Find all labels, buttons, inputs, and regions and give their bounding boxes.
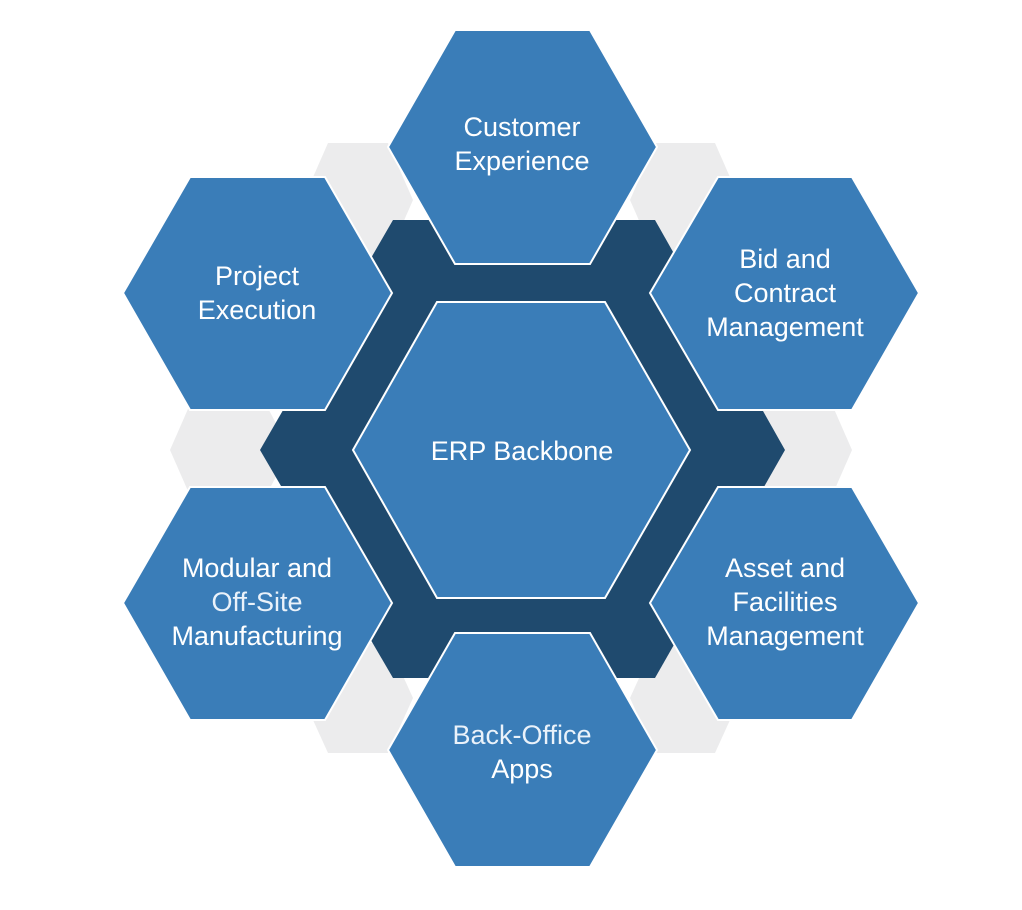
module-label-line: Contract [734, 278, 837, 308]
module-label-line: Customer [463, 112, 580, 142]
module-label-line: Asset and [725, 553, 845, 583]
module-label-line: Execution [198, 295, 317, 325]
module-shape [386, 29, 659, 265]
module-project-execution[interactable]: Project Execution [121, 176, 394, 411]
module-label-line: Project [215, 261, 300, 291]
center-label: ERP Backbone [431, 436, 614, 466]
module-shape [648, 486, 921, 721]
module-label-line: Management [706, 621, 864, 651]
center-hexagon[interactable]: ERP Backbone [351, 301, 692, 599]
module-label-line: Off-Site [211, 587, 302, 617]
module-label-line: Facilities [732, 587, 837, 617]
module-shape [121, 486, 394, 721]
module-label-line: Bid and [739, 244, 831, 274]
module-label-line: Management [706, 312, 864, 342]
module-shape [386, 632, 659, 868]
module-back-office-apps[interactable]: Back-Office Apps [386, 632, 659, 868]
module-label-line: Experience [454, 146, 589, 176]
module-asset-and-facilities-management[interactable]: Asset and Facilities Management [648, 486, 921, 721]
connector-left [170, 393, 290, 507]
module-label-line: Manufacturing [171, 621, 342, 651]
module-bid-and-contract-management[interactable]: Bid and Contract Management [648, 176, 921, 411]
module-label-line: Back-Office [452, 720, 591, 750]
module-customer-experience[interactable]: Customer Experience [386, 29, 659, 265]
center-hexagon-shape [351, 301, 692, 599]
module-shape [648, 176, 921, 411]
module-label-line: Modular and [182, 553, 332, 583]
module-label-line: Apps [491, 754, 553, 784]
module-shape [121, 176, 394, 411]
module-modular-and-off-site-manufacturing[interactable]: Modular and Off-Site Manufacturing [121, 486, 394, 721]
